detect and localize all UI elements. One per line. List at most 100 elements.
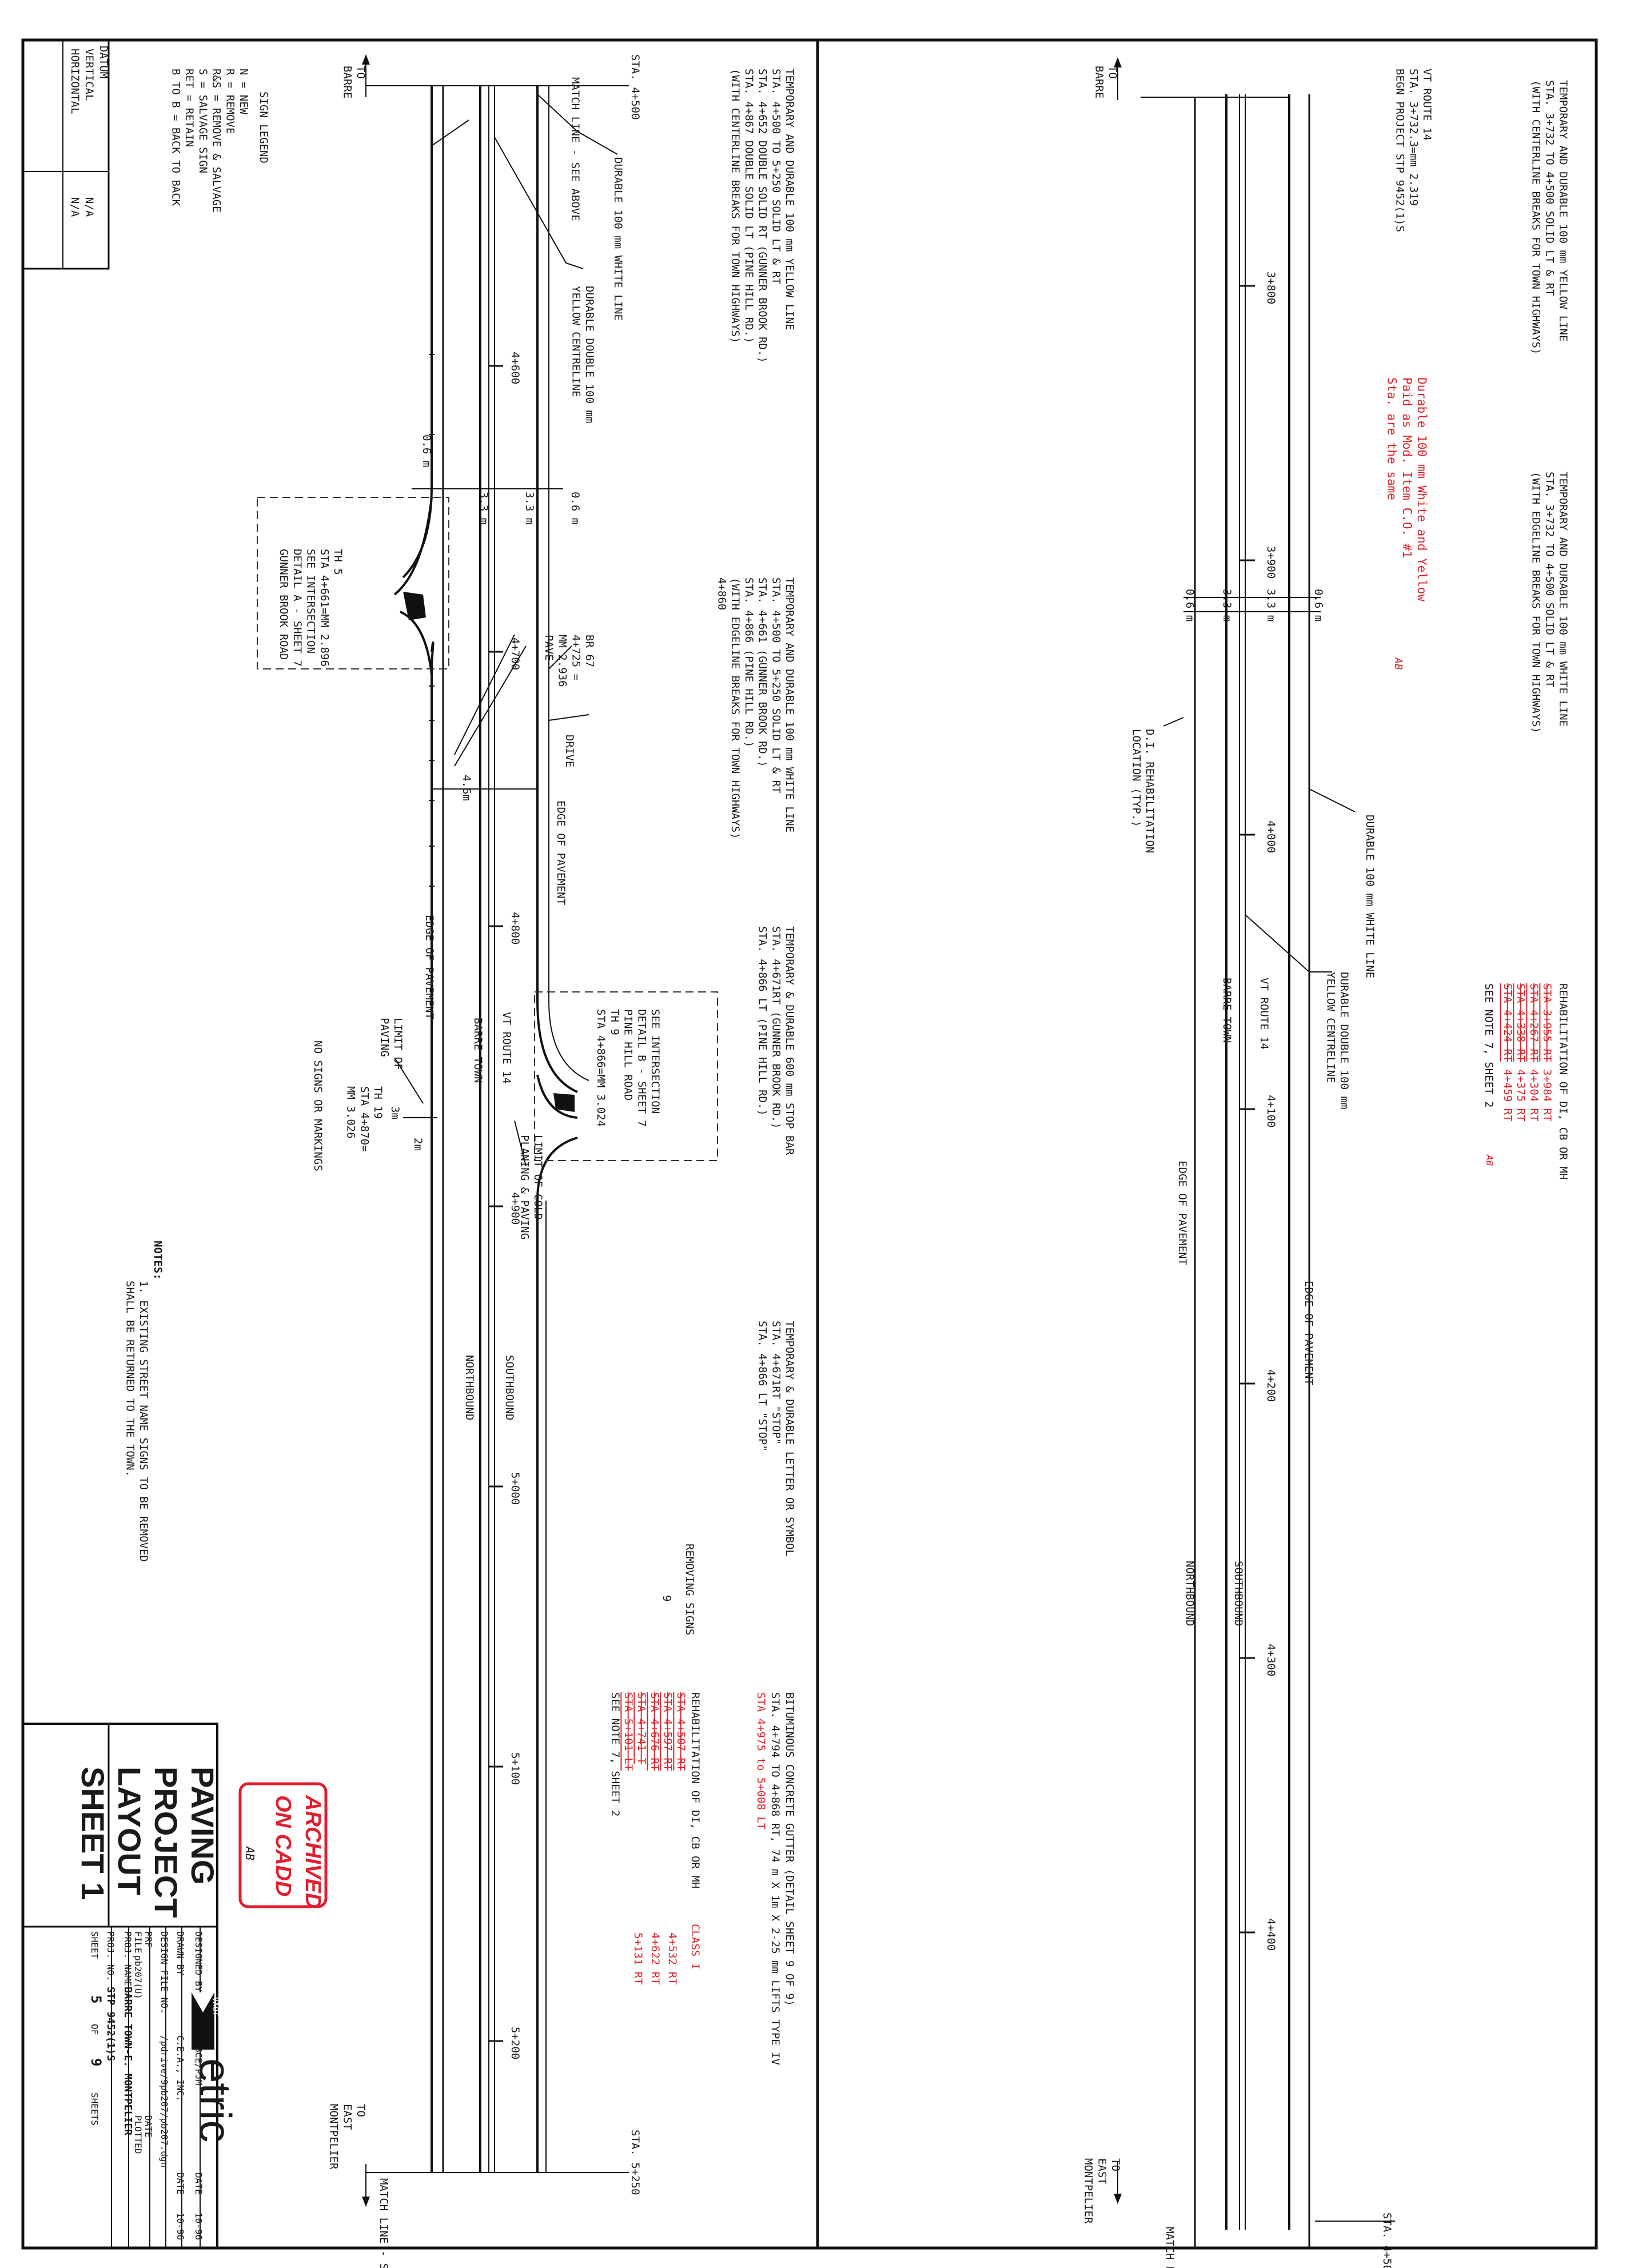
top_panel-rehab_old-2: STA 4+338 RT xyxy=(1515,983,1527,1062)
bottom_panel-stations-2: 4+800 xyxy=(509,912,521,944)
bottom-panel xyxy=(257,54,718,2207)
bottom_panel-rehab_new-1: 4+622 RT xyxy=(649,1932,661,1985)
datum-vertical: VERTICAL xyxy=(83,49,95,101)
bottom_panel-northbound: NORTHBOUND xyxy=(463,1355,476,1420)
bottom_panel-yellow_note-line-3: STA. 4+867 DOUBLE SOLID LT (PINE HILL RD… xyxy=(743,69,755,343)
sign_legend-items-line-4: RET = RETAIN xyxy=(183,69,196,147)
top_panel-vt_route: VT ROUTE 14 xyxy=(1258,978,1270,1050)
top_panel-rehab_old-0: STA 3+955 RT xyxy=(1541,983,1553,1062)
bottom_panel-white_note-line-4: (WITH EDGELINE BREAKS FOR TOWN HIGHWAYS) xyxy=(729,577,742,839)
text-layer: TEMPORARY AND DURABLE 100 mm YELLOW LINE… xyxy=(69,46,1569,2268)
bottom_panel-rehab_old-4: STA 5+101 LT xyxy=(622,1692,635,1771)
bottom_panel-see_note: SEE NOTE 7, SHEET 2 xyxy=(609,1692,621,1816)
title_block-title-line-2: LAYOUT xyxy=(111,1767,148,1895)
bottom_panel-vt_route: VT ROUTE 14 xyxy=(500,1012,513,1084)
top_panel-to_barre-line-1: BARRE xyxy=(1093,66,1105,98)
top_panel-stations-4: 4+200 xyxy=(1265,1369,1277,1402)
sign_legend-items-line-2: R&S = REMOVE & SALVAGE xyxy=(210,69,223,213)
top_panel-white_line_note-line-2: (WITH EDGELINE BREAKS FOR TOWN HIGHWAYS) xyxy=(1530,472,1543,734)
bottom_panel-no_signs: NO SIGNS OR MARKINGS xyxy=(312,1041,324,1171)
bottom_panel-rehab_old-3: STA 4+741 T xyxy=(635,1692,648,1764)
top_panel-stations-6: 4+400 xyxy=(1265,1918,1277,1951)
bottom_panel-dims-3: 0.6 m xyxy=(420,435,433,467)
title_block-plotted_label-line-0: DATE xyxy=(143,2115,154,2138)
top_panel-to_east_montpelier-line-1: EAST xyxy=(1095,2158,1108,2185)
title_block-prf_label: PRF xyxy=(143,1931,154,1948)
bottom_panel-th19-line-1: STA 4+870= xyxy=(358,1086,370,1151)
bottom_panel-southbound: SOUTHBOUND xyxy=(503,1355,516,1420)
bottom_panel-durable_yellow-line-1: YELLOW CENTRELINE xyxy=(569,286,582,397)
title_block-drawn_date: 10-96 xyxy=(175,2213,186,2240)
bottom_panel-durable_yellow-line-0: DURABLE DOUBLE 100 mm xyxy=(583,286,596,423)
bottom_panel-note1-line-0: 1. EXISTING STREET NAME SIGNS TO BE REMO… xyxy=(137,1281,150,1562)
top_panel-barre_town: BARRE TOWN xyxy=(1221,978,1233,1043)
bottom_panel-notes_label: NOTES: xyxy=(152,1241,164,1280)
bottom_panel-limit_paving-line-1: PAVING xyxy=(378,1018,390,1057)
title_block-title-line-3: SHEET 1 xyxy=(75,1767,111,1900)
metric-logo xyxy=(192,1992,214,2050)
title_block-drawn_by_label: DRAWN BY xyxy=(175,1931,186,1975)
top_panel-stations-2: 4+000 xyxy=(1265,820,1277,853)
bottom_panel-th19-line-2: MM 3.026 xyxy=(345,1086,357,1139)
bottom_panel-th5-line-0: TH 5 xyxy=(332,549,344,575)
bottom_panel-th5-line-2: SEE INTERSECTION xyxy=(305,549,317,653)
top_panel-yellow_line_note-line-1: STA. 3+732 TO 4+500 SOLID LT & RT xyxy=(1543,80,1556,296)
bottom_panel-removing_count: 9 xyxy=(660,1595,673,1601)
bottom_panel-gutter_sta: STA. 4+794 TO 4+868 RT, 74 m X 1m X 2-25… xyxy=(769,1692,782,2065)
bottom_panel-rehab_old-0: STA 4+507 RT xyxy=(675,1692,687,1771)
bottom_panel-limit_cold-line-0: LIMIT OF COLD xyxy=(532,1135,544,1220)
title_block-designed_by: BCE/PJM xyxy=(193,2047,204,2085)
title_block-designed_date_label: DATE xyxy=(193,2173,204,2195)
bottom_panel-th5-line-3: DETAIL A - SHEET 7 xyxy=(291,549,304,667)
top_panel-begin_project-line-1: STA. 3+732.3=mm 2.319 xyxy=(1407,69,1420,206)
sheet-border xyxy=(21,38,1598,2250)
top-edge-pavement-2: EDGE OF PAVEMENT xyxy=(1176,1161,1189,1265)
bottom_panel-to_east_montpelier-line-0: TO xyxy=(354,2104,367,2117)
title_block-drawn_by: C.E.A., INC. xyxy=(175,2035,186,2102)
bottom_panel-th5-line-1: STA 4+661=MM 2.896 xyxy=(318,549,330,667)
bottom_panel-rehab_old-2: STA 4+676 RT xyxy=(648,1692,661,1771)
sign_legend-items-line-3: S = SALVAGE SIGN xyxy=(197,69,209,173)
top-match-below: MATCH LINE - SEE BELOW xyxy=(1163,2227,1176,2268)
bottom_panel-rehab_title: REHABILITATION OF DI, CB OR MH xyxy=(689,1692,702,1888)
bottom_panel-white_note-line-2: STA. 4+661 (GUNNER BROOK RD.) xyxy=(756,577,769,767)
bottom_panel-letter_note-line-0: TEMPORARY & DURABLE LETTER OR SYMBOL xyxy=(783,1321,796,1556)
bottom_panel-th9-line-4: STA 4+866=MM 3.024 xyxy=(595,1009,607,1127)
title_block-designed_by_label: DESIGNED BY xyxy=(193,1931,204,1992)
bottom_panel-rehab_new-0: 4+532 RT xyxy=(666,1932,679,1985)
bottom_panel-rehab_old-1: STA 4+597 RT xyxy=(661,1692,674,1771)
bottom_panel-stations-4: 5+000 xyxy=(509,1472,521,1505)
datum-vertical_val: N/A xyxy=(83,197,95,217)
bottom_panel-stop_bar_note-line-1: STA. 4+671RT (GUNNER BROOK RD.) xyxy=(770,926,782,1129)
title_block-plotted_label-line-1: PLOTTED xyxy=(133,2115,144,2154)
bottom_panel-stations-5: 5+100 xyxy=(509,1752,521,1785)
top_panel-to_east_montpelier-line-2: MONTPELIER xyxy=(1082,2158,1095,2224)
top_panel-rehab_old-1: STA 4+267 RT xyxy=(1528,983,1540,1062)
bottom_panel-stations-0: 4+600 xyxy=(509,352,521,384)
bottom_panel-th9-line-0: SEE INTERSECTION xyxy=(649,1009,661,1114)
bottom_panel-to_east_montpelier-line-1: EAST xyxy=(341,2104,353,2130)
bottom_panel-white_note-line-1: STA. 4+500 TO 5+250 SOLID LT & RT xyxy=(770,577,782,794)
archived-stamp xyxy=(238,1782,328,1908)
bottom_panel-br67-line-1: 4+725 = xyxy=(569,635,582,680)
bottom_panel-note1-line-1: SHALL BE RETURNED TO THE TOWN. xyxy=(123,1281,136,1477)
title_block-sheet_total: 9 xyxy=(88,2058,104,2066)
title_block-stamp_initials: AB xyxy=(243,1846,257,1860)
top-panel xyxy=(1114,57,1395,2248)
sign_legend-items-line-0: N = NEW xyxy=(237,69,250,115)
bottom_panel-rehab_new-2: 5+131 RT xyxy=(632,1932,644,1985)
title_block-of_label: OF xyxy=(89,2024,100,2035)
bottom_panel-dims-1: 3.3 m xyxy=(523,492,536,524)
bottom_panel-limit_paving-line-0: LIMIT OF xyxy=(392,1018,404,1070)
bottom_panel-white_note-line-5: 4+860 xyxy=(715,577,728,610)
bottom_panel-white_note-line-3: STA. 4+866 (PINE HILL RD.) xyxy=(743,577,755,747)
top-dim-06-2: 0.6 m xyxy=(1183,589,1196,621)
bottom_panel-br67-line-0: BR 67 xyxy=(583,635,596,667)
bottom-edge-pavement-2: EDGE OF PAVEMENT xyxy=(423,915,436,1019)
top_panel-northbound: NORTHBOUND xyxy=(1183,1561,1196,1626)
top_panel-rehab_new-1: 4+304 RT xyxy=(1528,1069,1540,1122)
top_panel-red_note-line-2: Sta. are the same xyxy=(1385,377,1399,500)
bottom_panel-dims-2: 3.3 m xyxy=(477,492,490,524)
bottom_panel-letter_note-line-1: STA. 4+671RT "STOP" xyxy=(770,1321,782,1445)
bottom_panel-to_barre-line-1: BARRE xyxy=(341,66,353,98)
